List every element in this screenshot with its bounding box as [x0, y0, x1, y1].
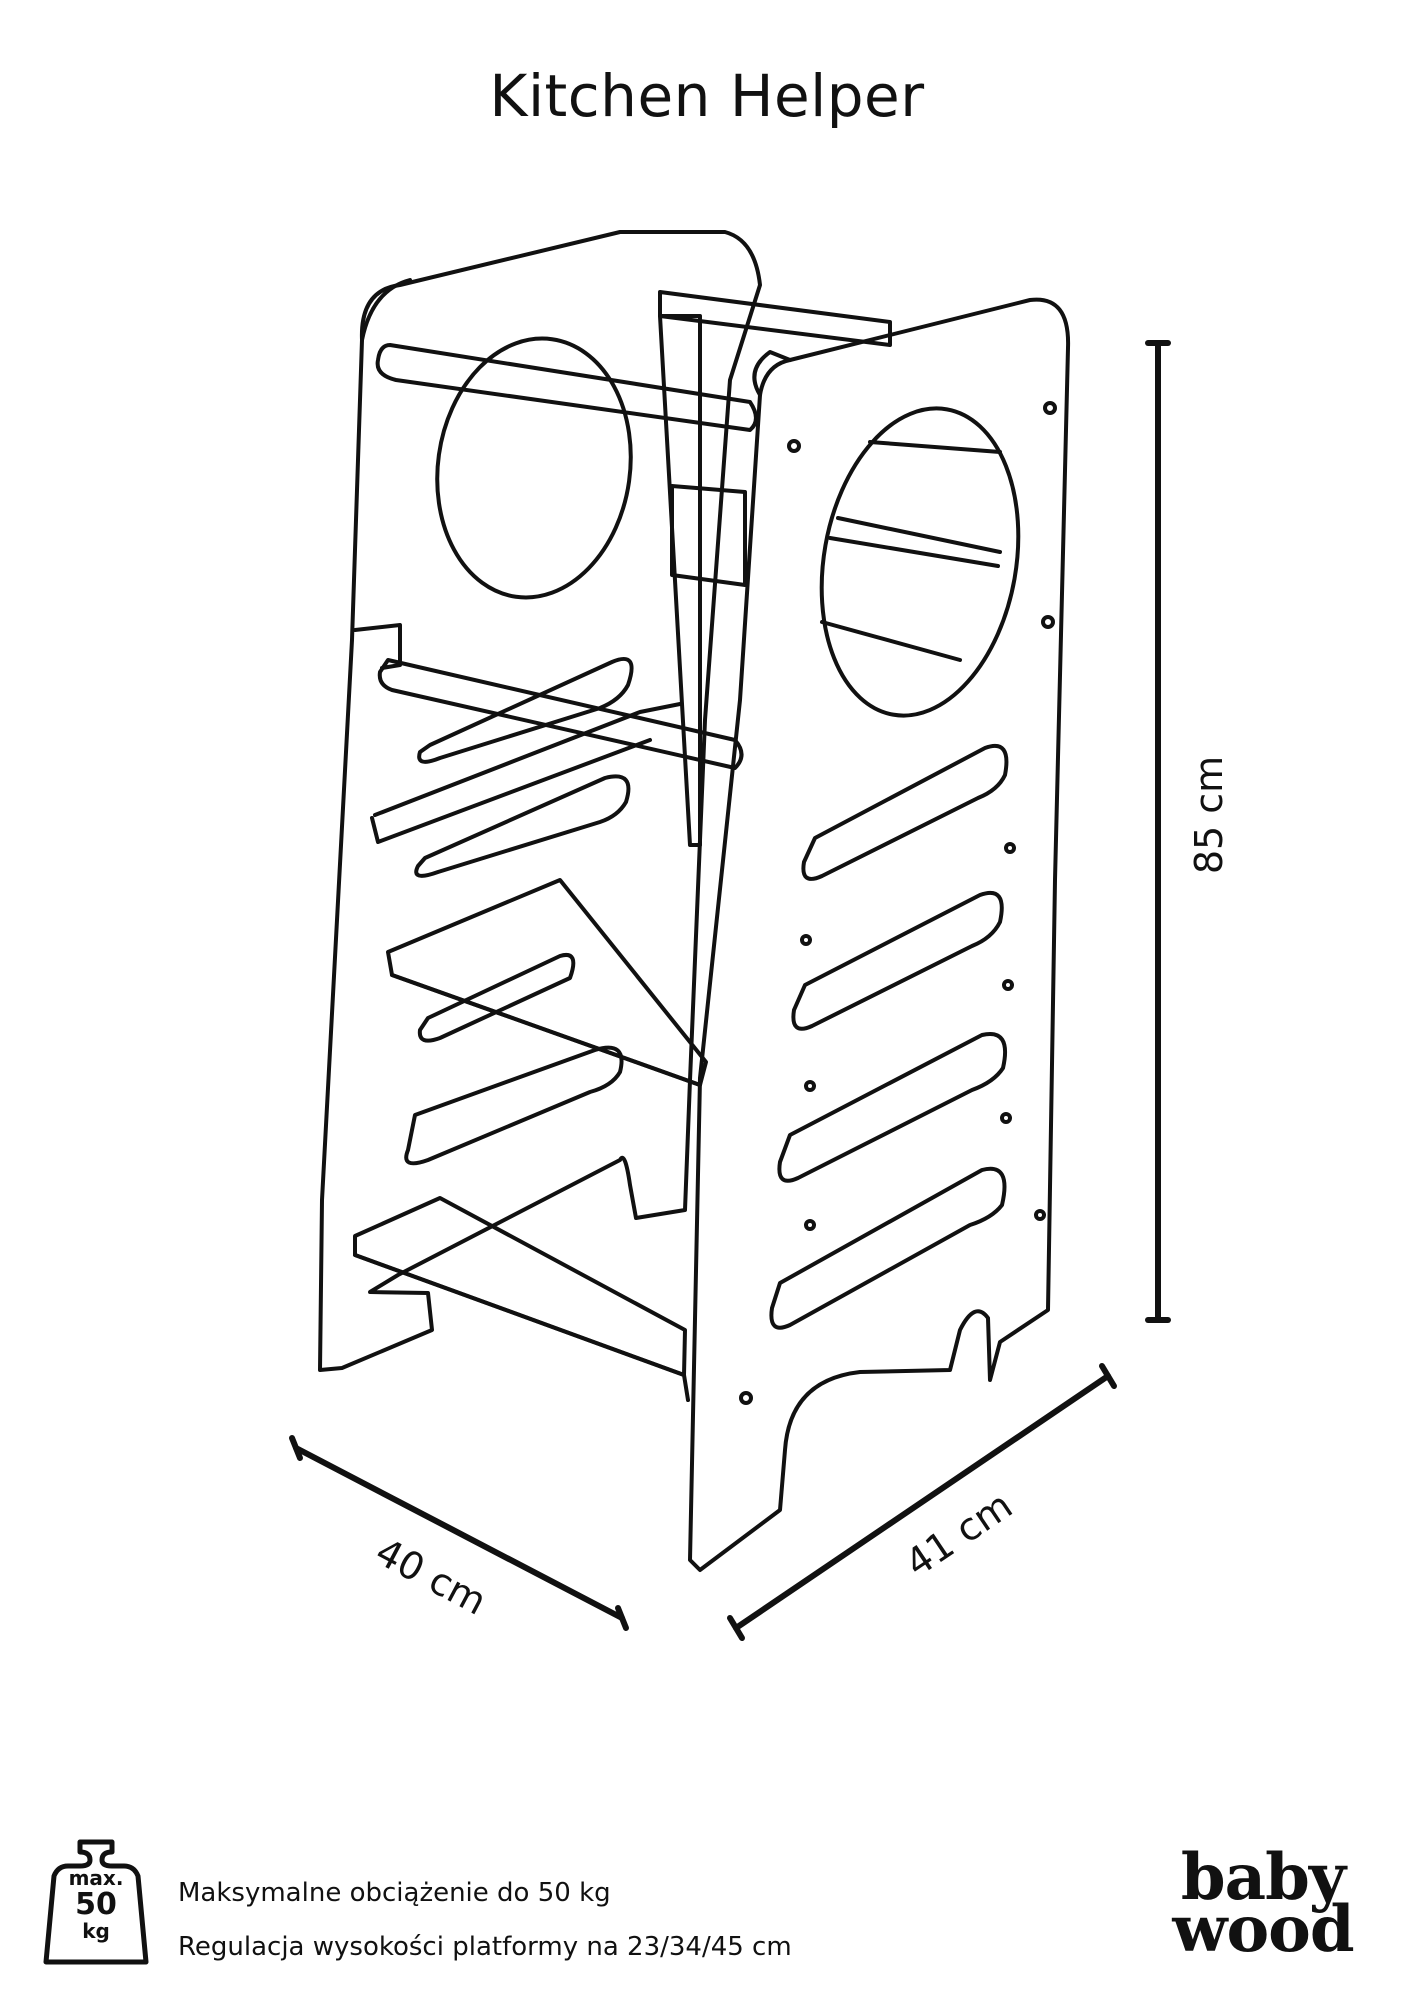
weight-badge-line1: max.: [68, 1866, 124, 1890]
weight-badge-line2: 50: [75, 1887, 117, 1922]
right-slot-3: [777, 1031, 1008, 1183]
right-handle-circle: [819, 406, 1021, 718]
right-side-panel: [688, 297, 1071, 1572]
babywood-logo: baby wood: [1148, 1840, 1378, 1968]
right-slot-4: [769, 1166, 1007, 1330]
upper-platform: [386, 878, 708, 1087]
left-side-panel: [318, 230, 762, 1372]
right-slot-2: [791, 890, 1004, 1031]
logo-line1: baby: [1180, 1840, 1346, 1915]
left-handle-circle: [435, 336, 633, 600]
page-title: Kitchen Helper: [489, 62, 925, 130]
weight-badge-line3: kg: [82, 1918, 110, 1943]
left-slot-4: [404, 1045, 624, 1166]
lower-platform: [353, 1196, 687, 1377]
height-dimension-line: [1145, 340, 1171, 1323]
width-dimension-line: [289, 1435, 629, 1631]
weight-badge-text: max. 50 kg: [42, 1868, 150, 1942]
depth-dimension-line: [727, 1363, 1117, 1641]
weight-icon: [43, 1839, 149, 1965]
left-slot-1: [417, 656, 634, 764]
depth-label: 41 cm: [897, 1483, 1020, 1586]
height-label: 85 cm: [1187, 756, 1231, 874]
max-load-spec: Maksymalne obciążenie do 50 kg: [178, 1878, 611, 1908]
right-slot-1: [801, 743, 1009, 881]
back-rails: [658, 290, 892, 847]
logo-line2: wood: [1172, 1892, 1354, 1968]
platform-adjust-spec: Regulacja wysokości platformy na 23/34/4…: [178, 1932, 792, 1962]
left-slot-3: [417, 953, 576, 1043]
left-slot-2: [414, 774, 631, 878]
platforms: [353, 878, 708, 1402]
